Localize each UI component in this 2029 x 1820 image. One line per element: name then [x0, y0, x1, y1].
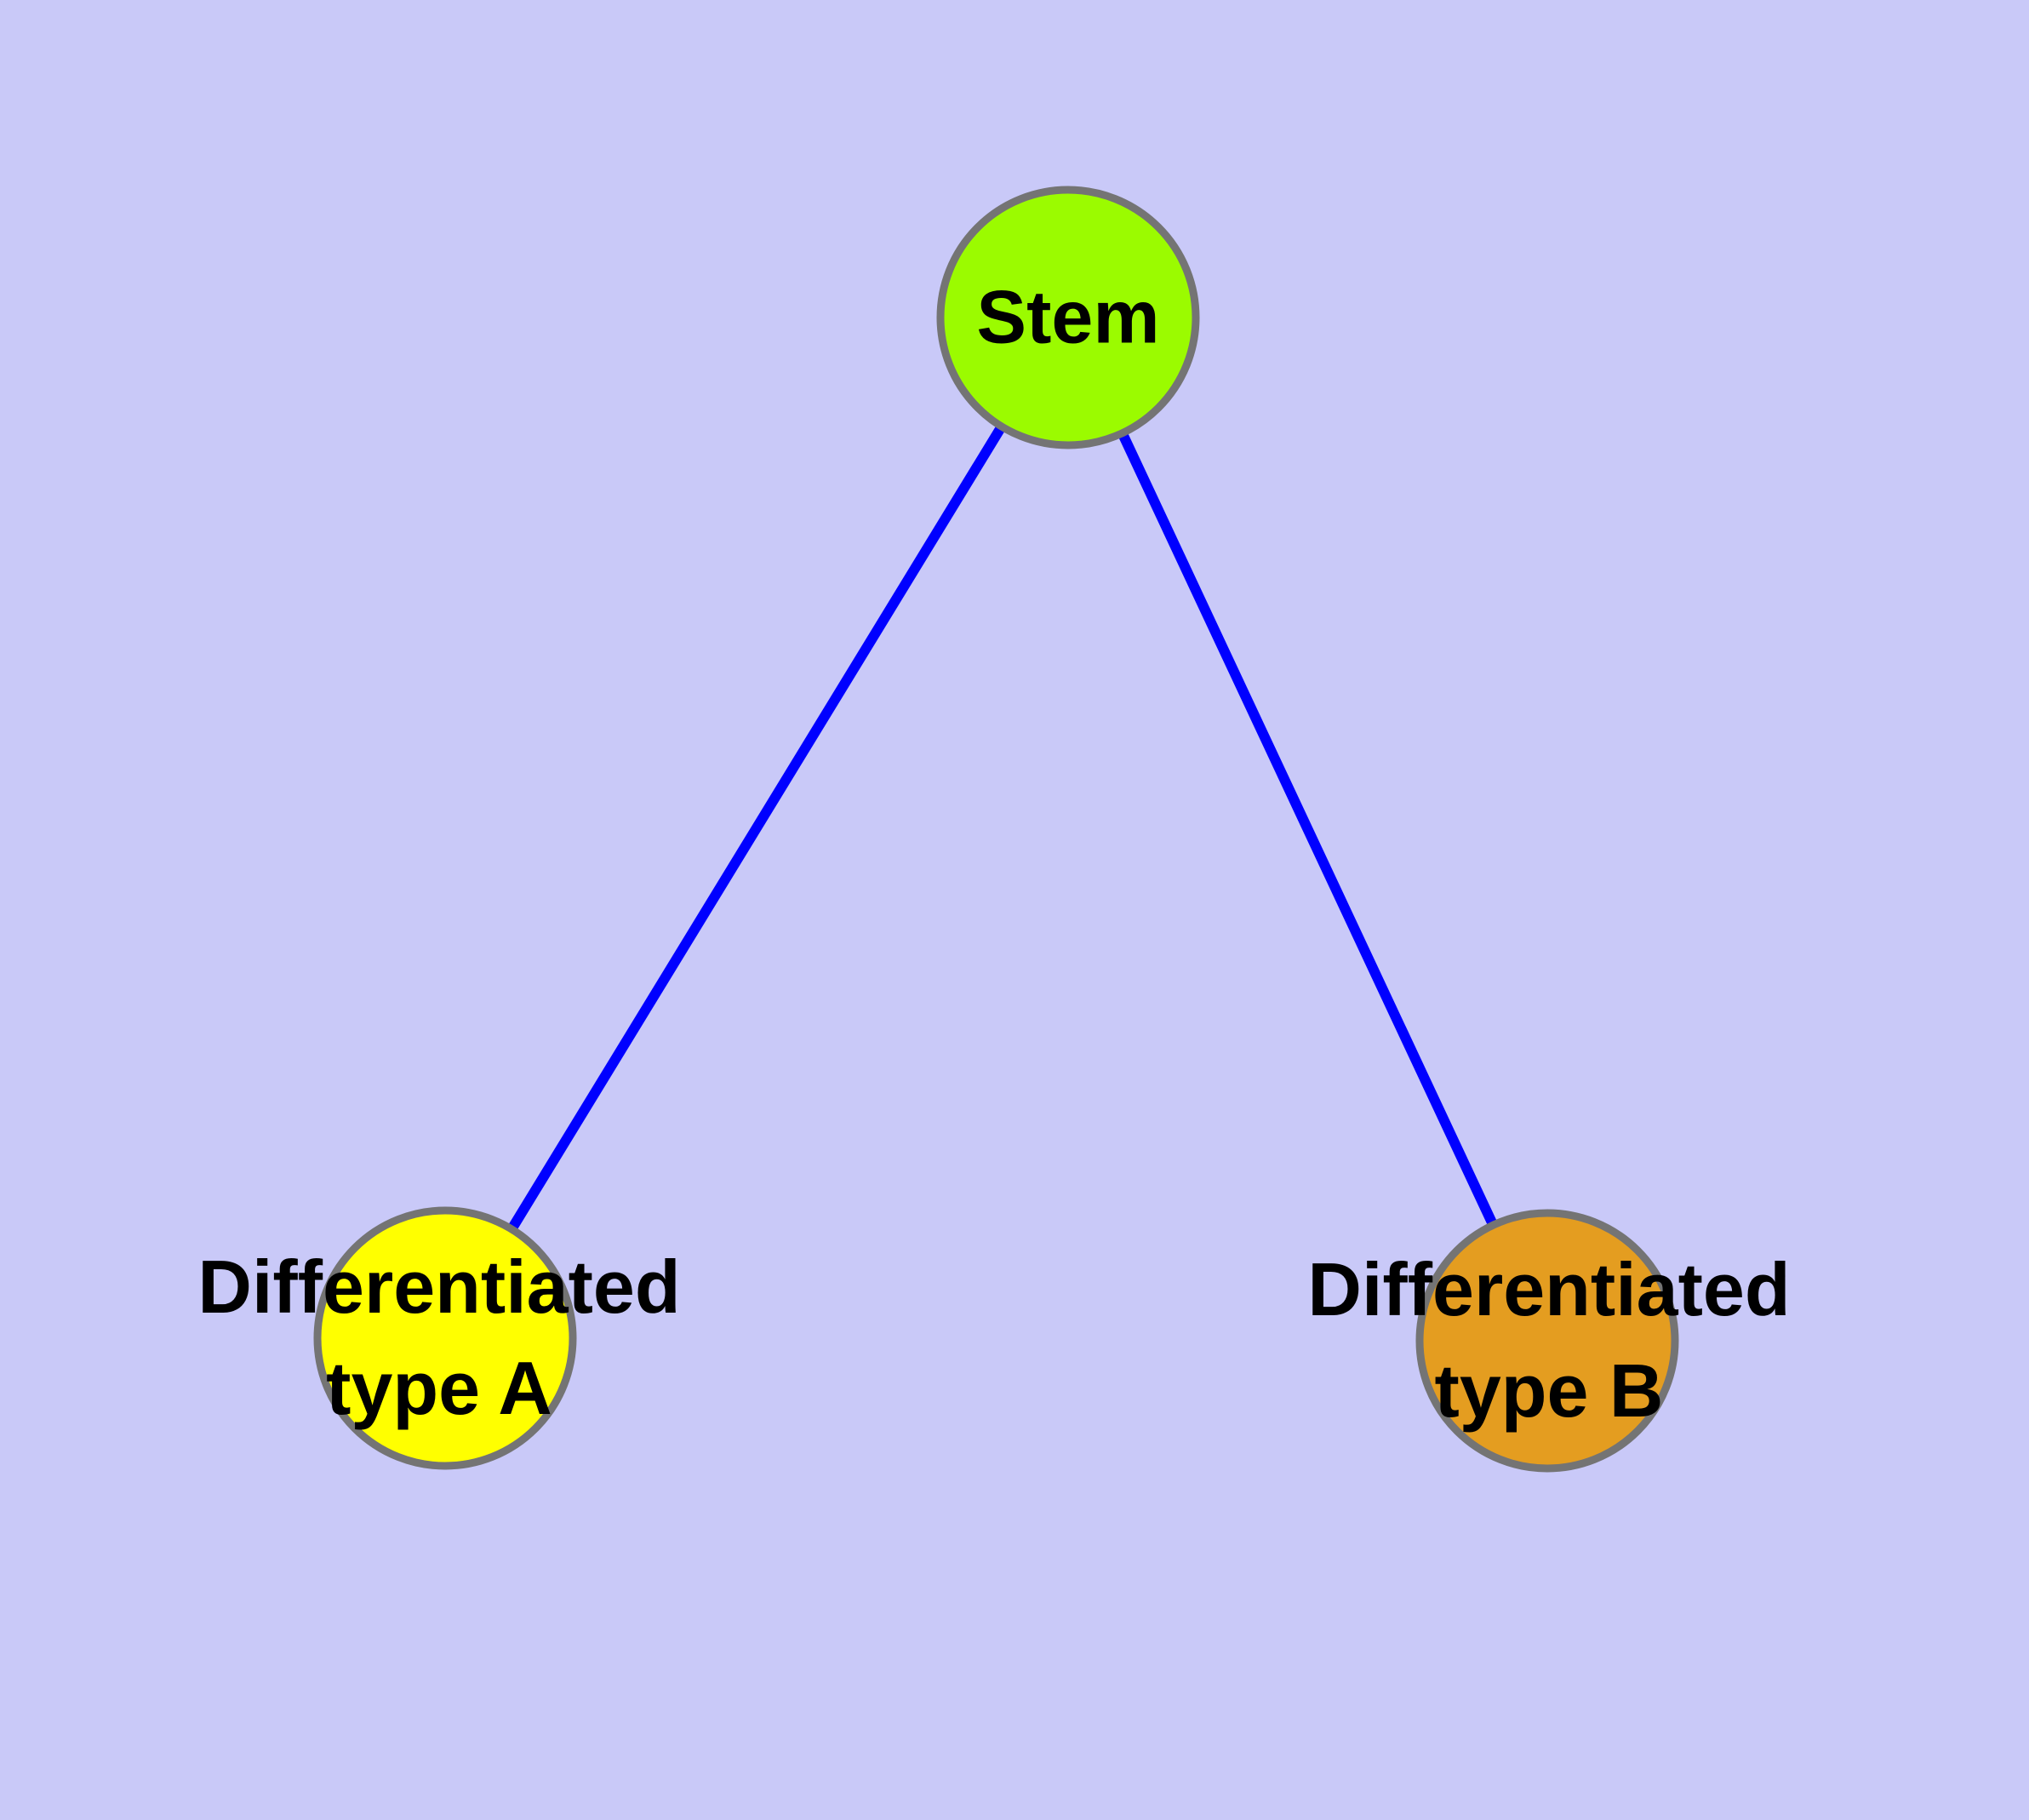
edge-stem-to-type-a [440, 314, 1073, 1342]
edge-stem-to-type-b [1063, 315, 1552, 1343]
node-differentiated-type-b-circle [1415, 1209, 1679, 1473]
node-stem-circle [936, 186, 1200, 449]
node-differentiated-type-a-circle [313, 1206, 577, 1470]
